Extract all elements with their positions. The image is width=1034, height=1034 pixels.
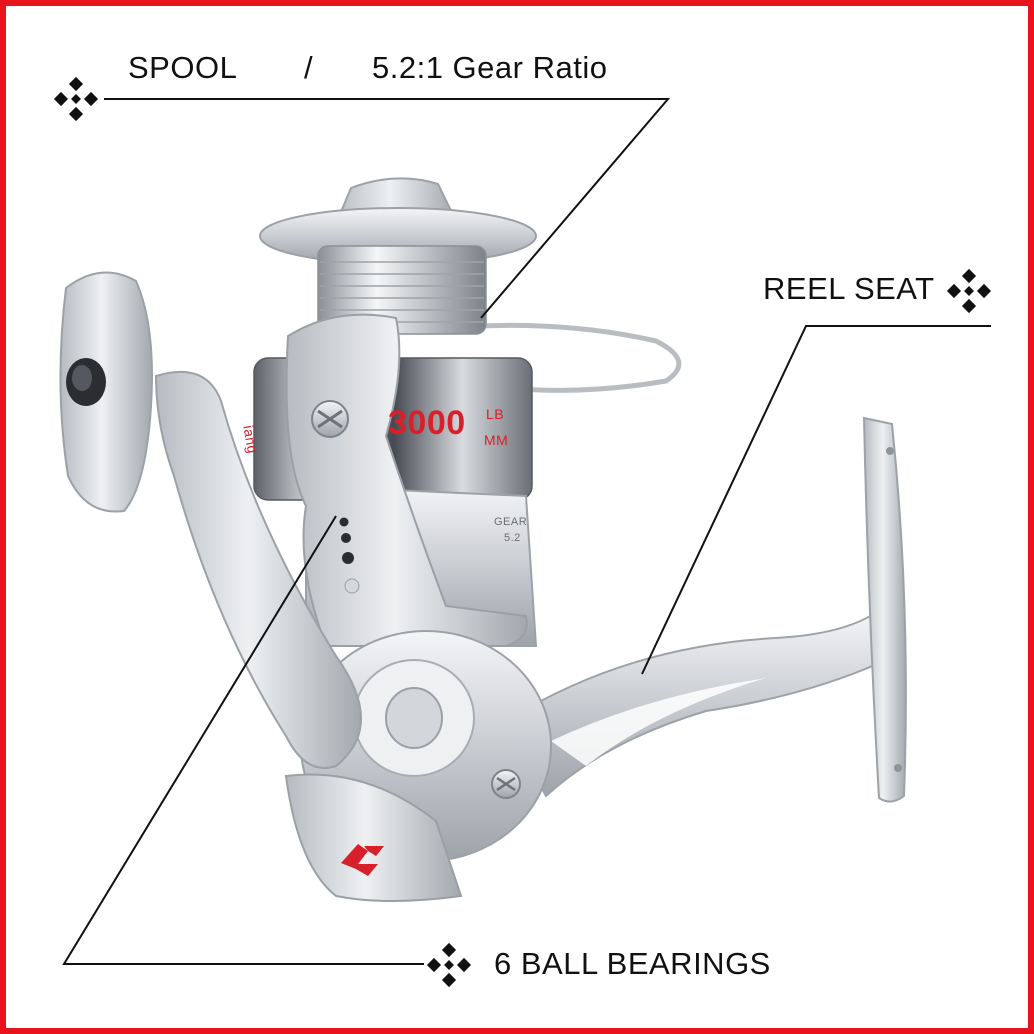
side-cover bbox=[284, 773, 463, 902]
diamond-cluster-icon bbox=[53, 76, 99, 122]
gear-ratio-label: 5.2:1 Gear Ratio bbox=[372, 50, 608, 85]
bail-wire bbox=[415, 322, 682, 393]
spool-threads bbox=[317, 245, 487, 335]
spool-leader-line bbox=[104, 98, 671, 319]
brand-logo-icon bbox=[341, 844, 384, 876]
reel-gear-fragment-2: 5.2 bbox=[504, 532, 521, 544]
reel-foot-cutout bbox=[551, 678, 766, 766]
reel-illustration bbox=[59, 98, 991, 965]
reel-seat-label: REEL SEAT bbox=[763, 271, 935, 306]
handle-knob bbox=[59, 271, 153, 513]
separator-label: / bbox=[304, 50, 314, 85]
reel-seat-leader-line bbox=[641, 325, 991, 675]
reel-model-number: 3000 bbox=[388, 404, 466, 442]
diamond-cluster-icon bbox=[426, 942, 472, 988]
ball-bearings-label: 6 BALL BEARINGS bbox=[494, 946, 771, 981]
leader-lines bbox=[62, 98, 991, 965]
reel-gear-fragment-1: GEAR bbox=[494, 516, 528, 528]
crank-arm bbox=[154, 370, 362, 769]
bearings-leader-line bbox=[62, 515, 424, 965]
spool-label: SPOOL bbox=[128, 50, 238, 85]
diamond-cluster-icon bbox=[946, 268, 992, 314]
reel-foot-stem bbox=[504, 609, 886, 798]
reel-foot-plate bbox=[862, 416, 907, 803]
reel-spec-fragment-2: MM bbox=[484, 432, 509, 448]
reel-spec-fragment-1: LB bbox=[486, 406, 505, 422]
